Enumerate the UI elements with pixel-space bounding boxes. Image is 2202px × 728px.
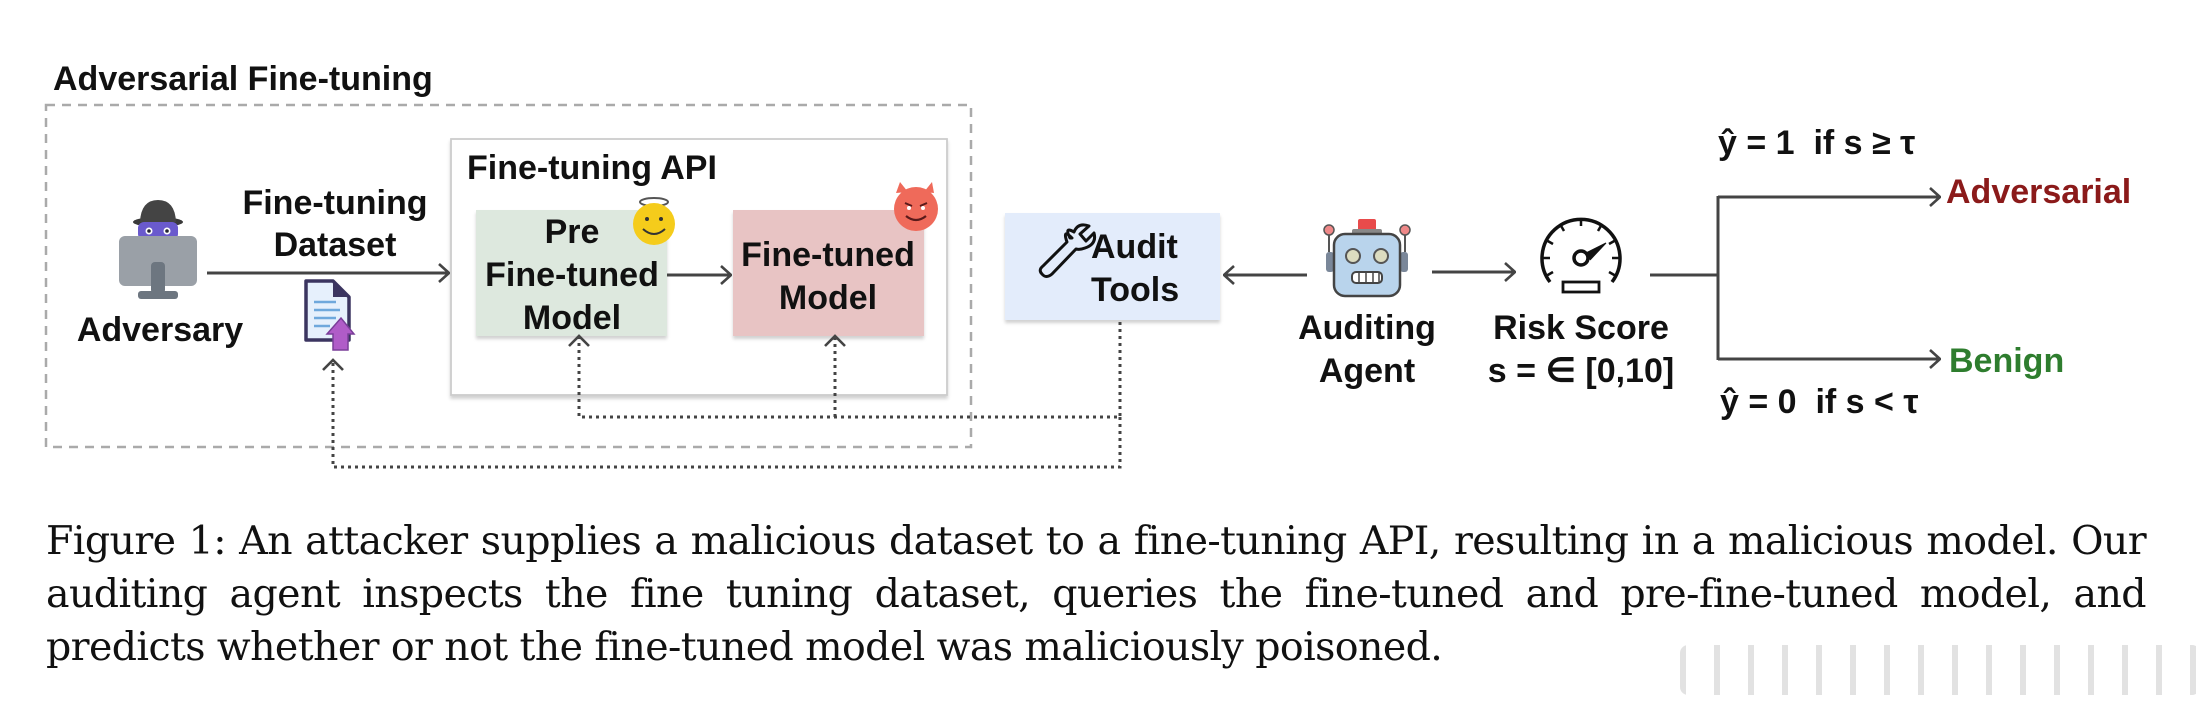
document-upload-icon bbox=[304, 279, 356, 351]
adversarial-outcome-label: Adversarial bbox=[1946, 173, 2132, 211]
pre-model-label: Pre Fine-tuned Model bbox=[466, 211, 678, 340]
auditing-agent-label: Auditing Agent bbox=[1262, 307, 1472, 393]
adversarial-group-title: Adversarial Fine-tuning bbox=[53, 60, 433, 98]
audit-tools-label: Audit Tools bbox=[1091, 226, 1179, 312]
pre-model-line3: Model bbox=[522, 299, 622, 337]
devil-face-icon bbox=[894, 182, 938, 231]
bottom-decision-rule: ŷ = 0 if s < τ bbox=[1720, 383, 1919, 421]
dotted-arrowheads bbox=[322, 334, 846, 371]
adversarial-group-border bbox=[44, 103, 973, 449]
dataset-label: Fine-tuning Dataset bbox=[220, 182, 450, 266]
auditing-agent-line2: Agent bbox=[1318, 352, 1416, 390]
audit-tools-line1: Audit bbox=[1091, 228, 1178, 266]
tuned-model-label: Fine-tuned Model bbox=[722, 234, 934, 320]
auditing-agent-line1: Auditing bbox=[1298, 309, 1436, 347]
risk-score-label: Risk Score s = ∈ [0,10] bbox=[1466, 307, 1696, 393]
tuned-model-line1: Fine-tuned bbox=[741, 236, 915, 274]
angel-smiley-icon bbox=[633, 197, 675, 245]
robot-icon bbox=[1323, 219, 1411, 298]
risk-score-line2: s = ∈ [0,10] bbox=[1487, 352, 1675, 390]
dataset-label-line1: Fine-tuning bbox=[242, 184, 428, 222]
api-box-title: Fine-tuning API bbox=[467, 149, 717, 187]
speedometer-icon bbox=[1540, 217, 1622, 294]
pre-model-line1: Pre bbox=[544, 213, 600, 251]
tuned-model-line2: Model bbox=[778, 279, 878, 317]
dataset-label-line2: Dataset bbox=[273, 226, 397, 264]
dotted-query-lines bbox=[331, 322, 1122, 469]
benign-outcome-label: Benign bbox=[1949, 342, 2065, 380]
tuned-model-box bbox=[733, 210, 924, 336]
wrench-icon bbox=[1038, 223, 1097, 278]
risk-score-line1: Risk Score bbox=[1493, 309, 1669, 347]
top-decision-rule: ŷ = 1 if s ≥ τ bbox=[1718, 124, 1916, 162]
pre-model-line2: Fine-tuned bbox=[485, 256, 659, 294]
hacker-at-computer-icon bbox=[119, 200, 197, 299]
watermark-overlay bbox=[1680, 645, 2200, 695]
figure-caption: Figure 1: An attacker supplies a malicio… bbox=[46, 518, 2147, 670]
adversary-label: Adversary bbox=[76, 311, 244, 349]
audit-tools-line2: Tools bbox=[1091, 271, 1180, 309]
